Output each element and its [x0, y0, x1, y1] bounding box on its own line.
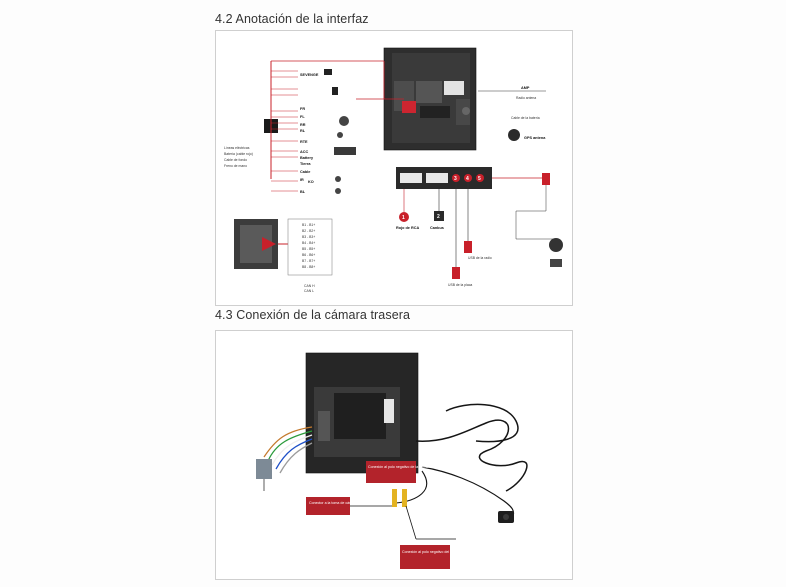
lower-left-connector: B1 - B1+ B2 - B2+ B3 - B3+ B4 - B4+ B5 -… — [234, 218, 333, 293]
camera-callouts: Conector a la toma de cámara de la parte… — [306, 461, 493, 569]
label-fl: FL — [300, 115, 305, 119]
wire-row-8: B8 - B8+ — [302, 265, 315, 269]
callout-1: 1 — [402, 215, 405, 221]
callout-camera-socket: Conector a la toma de cámara de la parte… — [309, 501, 388, 505]
label-rr: RR — [300, 123, 306, 127]
bottom-labels: Rojo de RCA Canbus USB de la radio USB d… — [396, 182, 492, 287]
label-battery: Battery — [300, 156, 314, 160]
camera-cables — [395, 403, 528, 523]
label-acc: ACC — [300, 150, 308, 154]
left-wire-list: SEVENGE FR FL RR RL RTE ACC Battery Tier… — [271, 69, 356, 194]
wire-row-6: B6 - B6+ — [302, 253, 315, 257]
left-harness — [264, 60, 404, 179]
camera-head-unit — [305, 352, 419, 474]
label-bl: BL — [300, 190, 306, 194]
callout-4: 4 — [466, 176, 469, 182]
right-labels: AMP Radio antena Cable de la batería GPS… — [478, 86, 546, 141]
callout-3: 3 — [454, 176, 457, 182]
wire-row-2: B2 - B2+ — [302, 229, 315, 233]
label-cable: Cable — [300, 170, 310, 174]
left-notes: Líneas eléctricas Batería (cable rojo) C… — [224, 146, 253, 168]
section-title-interface: 4.2 Anotación de la interfaz — [215, 12, 369, 26]
section-title-camera: 4.3 Conexión de la cámara trasera — [215, 308, 411, 322]
label-usb-placa: USB de la placa — [448, 283, 472, 287]
wire-note-canh: CAN H — [304, 284, 315, 288]
wire-row-1: B1 - B1+ — [302, 223, 315, 227]
note-bateria: Batería (cable rojo) — [224, 152, 253, 156]
label-sevenge: SEVENGE — [300, 73, 319, 77]
head-unit-back — [383, 47, 477, 151]
label-ko: KO — [308, 180, 314, 184]
rca-connectors — [342, 489, 456, 540]
wire-row-5: B5 - B5+ — [302, 247, 315, 251]
wire-row-7: B7 - B7+ — [302, 259, 315, 263]
callout-camera-negative: Conexión al polo negativo de la cámara t… — [368, 465, 443, 469]
callout-5: 5 — [478, 176, 481, 182]
label-fr: FR — [300, 107, 305, 111]
wire-row-3: B3 - B3+ — [302, 235, 315, 239]
label-rca: Rojo de RCA — [396, 226, 419, 230]
label-canbus: Canbus — [430, 226, 444, 230]
note-fondo: Cable de fondo — [224, 158, 247, 162]
label-ir: IR — [300, 178, 304, 182]
interface-diagram-frame: SEVENGE FR FL RR RL RTE ACC Battery Tier… — [215, 30, 573, 306]
label-usb-radio: USB de la radio — [468, 256, 492, 260]
callout-camera-cable-negative: Conexión al polo negativo del cable de l… — [402, 550, 493, 554]
label-amp: AMP — [521, 86, 530, 90]
camera-harness — [256, 426, 313, 491]
callout-numbers: 1 2 3 4 5 — [399, 176, 481, 222]
interface-diagram: SEVENGE FR FL RR RL RTE ACC Battery Tier… — [224, 47, 563, 293]
note-freno: Freno de mano — [224, 164, 247, 168]
label-rl: RL — [300, 129, 306, 133]
label-tierra: Tierra — [300, 162, 311, 166]
connector-bar — [396, 167, 563, 267]
label-gps: GPS antena — [524, 136, 546, 140]
label-cable-bateria: Cable de la batería — [511, 116, 540, 120]
camera-diagram: Conector a la toma de cámara de la parte… — [256, 352, 528, 569]
label-rte: RTE — [300, 140, 308, 144]
callout-2: 2 — [437, 214, 440, 220]
note-lineas: Líneas eléctricas — [224, 146, 250, 150]
label-radio-antena: Radio antena — [516, 96, 536, 100]
wire-note-canl: CAN L — [304, 289, 314, 293]
camera-diagram-frame: Conector a la toma de cámara de la parte… — [215, 330, 573, 580]
wire-row-4: B4 - B4+ — [302, 241, 315, 245]
